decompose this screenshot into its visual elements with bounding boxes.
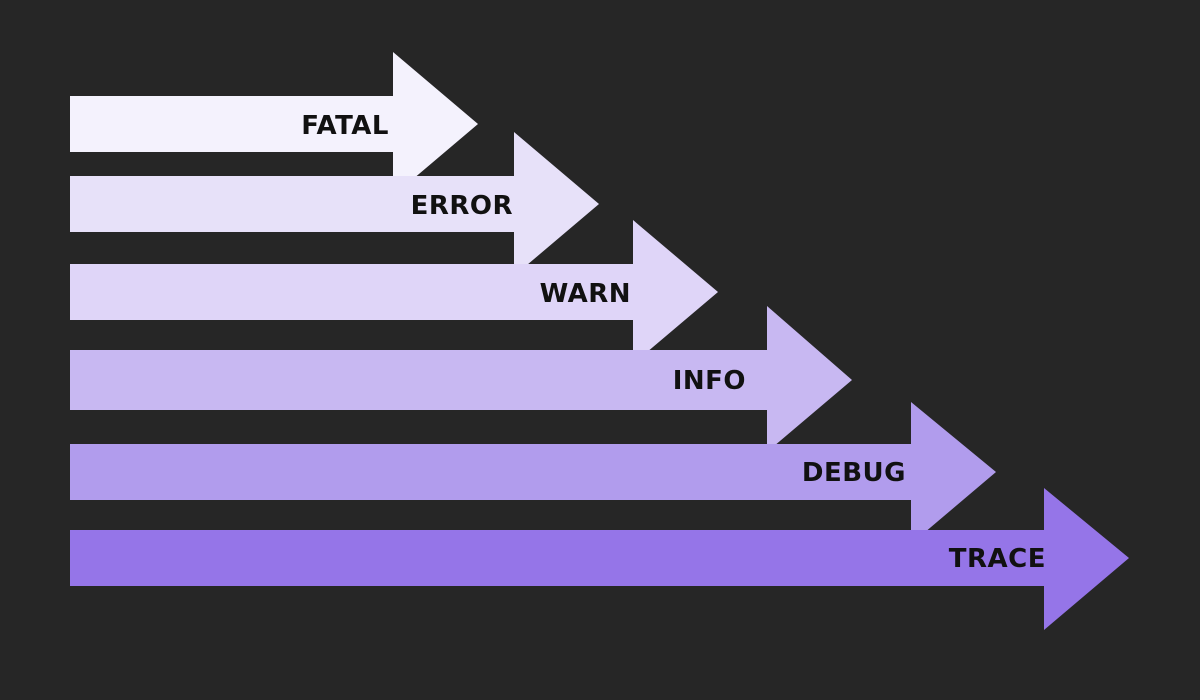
arrow-warn-label: WARN [540, 279, 631, 309]
arrow-warn: WARN [70, 220, 718, 364]
arrow-warn-shape [70, 220, 718, 364]
arrow-debug-shape [70, 402, 996, 544]
arrow-debug: DEBUG [70, 402, 996, 544]
arrow-info-shape [70, 306, 852, 452]
arrow-fatal: FATAL [70, 52, 478, 196]
arrow-fatal-label: FATAL [301, 111, 389, 141]
arrow-trace-shape [70, 488, 1129, 630]
arrow-error-label: ERROR [411, 191, 513, 221]
arrow-trace-label: TRACE [949, 544, 1046, 574]
arrow-trace: TRACE [70, 488, 1129, 630]
arrow-info: INFO [70, 306, 852, 452]
arrow-info-label: INFO [673, 366, 746, 396]
arrow-error: ERROR [70, 132, 599, 276]
arrow-layer: FATAL ERROR WARN INFO DEBUG TRACE [70, 52, 1129, 630]
arrow-fatal-shape [70, 52, 478, 196]
arrow-error-shape [70, 132, 599, 276]
arrow-debug-label: DEBUG [802, 458, 906, 488]
